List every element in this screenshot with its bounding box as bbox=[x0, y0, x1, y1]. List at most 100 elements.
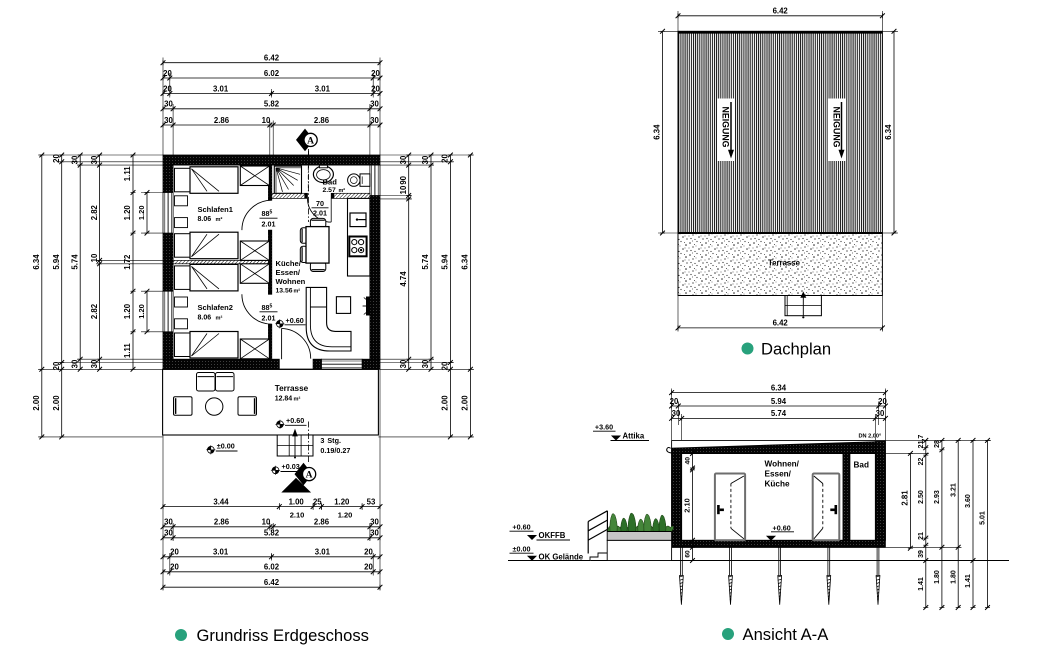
svg-text:1.80: 1.80 bbox=[950, 570, 957, 584]
svg-text:1.20: 1.20 bbox=[123, 303, 132, 319]
svg-text:2.10: 2.10 bbox=[290, 511, 305, 520]
svg-text:Dachplan: Dachplan bbox=[761, 340, 831, 359]
svg-text:30: 30 bbox=[164, 529, 173, 538]
svg-text:3.60: 3.60 bbox=[965, 494, 972, 508]
svg-text:6.42: 6.42 bbox=[773, 7, 789, 16]
svg-text:m²: m² bbox=[294, 396, 301, 403]
svg-text:2.82: 2.82 bbox=[90, 303, 99, 319]
svg-text:5.94: 5.94 bbox=[771, 397, 787, 406]
svg-text:3.44: 3.44 bbox=[213, 497, 229, 506]
svg-text:1.80: 1.80 bbox=[934, 570, 941, 584]
svg-text:Schlafen2: Schlafen2 bbox=[198, 303, 233, 312]
svg-text:30: 30 bbox=[370, 100, 379, 109]
svg-text:m²: m² bbox=[216, 216, 223, 223]
svg-text:30: 30 bbox=[876, 409, 885, 418]
svg-text:20: 20 bbox=[364, 548, 373, 557]
svg-text:20: 20 bbox=[371, 84, 380, 93]
svg-text:Ansicht A-A: Ansicht A-A bbox=[743, 625, 830, 644]
svg-text:39: 39 bbox=[918, 550, 925, 558]
svg-text:Küche: Küche bbox=[765, 480, 790, 489]
svg-text:30: 30 bbox=[70, 155, 79, 164]
svg-text:2.00: 2.00 bbox=[32, 395, 41, 411]
svg-text:5: 5 bbox=[270, 210, 273, 216]
svg-text:3.21: 3.21 bbox=[950, 483, 957, 497]
svg-text:25: 25 bbox=[313, 497, 322, 506]
svg-text:30: 30 bbox=[90, 359, 99, 368]
svg-text:20: 20 bbox=[670, 397, 679, 406]
svg-text:1.41: 1.41 bbox=[965, 574, 972, 588]
svg-text:Terrasse: Terrasse bbox=[275, 384, 309, 393]
svg-text:6.02: 6.02 bbox=[264, 69, 280, 78]
svg-text:+0.60: +0.60 bbox=[512, 523, 530, 532]
svg-text:Küche/: Küche/ bbox=[276, 259, 302, 268]
svg-text:28: 28 bbox=[934, 440, 941, 448]
svg-text:20: 20 bbox=[170, 563, 179, 572]
svg-text:53: 53 bbox=[367, 497, 376, 506]
svg-text:Bad: Bad bbox=[854, 461, 869, 470]
svg-text:20: 20 bbox=[441, 361, 450, 370]
svg-text:1.72: 1.72 bbox=[123, 254, 132, 270]
svg-text:2.01: 2.01 bbox=[262, 220, 276, 229]
svg-text:2.00: 2.00 bbox=[441, 395, 450, 411]
svg-text:8.06: 8.06 bbox=[198, 314, 212, 321]
svg-text:40: 40 bbox=[685, 457, 692, 465]
svg-text:m²: m² bbox=[339, 188, 346, 194]
svg-text:6.42: 6.42 bbox=[264, 578, 280, 587]
svg-text:±0.00: ±0.00 bbox=[513, 545, 531, 554]
svg-text:21: 21 bbox=[918, 532, 925, 540]
svg-text:6.42: 6.42 bbox=[773, 319, 789, 328]
svg-text:30: 30 bbox=[421, 359, 430, 368]
svg-text:2.00: 2.00 bbox=[461, 395, 470, 411]
svg-text:+0.60: +0.60 bbox=[773, 524, 791, 533]
svg-text:1.20: 1.20 bbox=[123, 205, 132, 221]
svg-text:2.82: 2.82 bbox=[90, 204, 99, 220]
svg-text:13.56: 13.56 bbox=[276, 288, 293, 295]
svg-text:6.34: 6.34 bbox=[461, 254, 470, 270]
svg-text:Attika: Attika bbox=[623, 432, 645, 441]
svg-text:Grundriss Erdgeschoss: Grundriss Erdgeschoss bbox=[197, 626, 369, 645]
svg-text:60: 60 bbox=[685, 550, 692, 558]
svg-text:+0.03: +0.03 bbox=[282, 462, 300, 471]
svg-text:2.10: 2.10 bbox=[683, 498, 692, 512]
svg-text:5.74: 5.74 bbox=[771, 409, 787, 418]
svg-text:OKFFB: OKFFB bbox=[539, 531, 566, 540]
svg-text:5.94: 5.94 bbox=[441, 254, 450, 270]
svg-text:10: 10 bbox=[262, 116, 271, 125]
svg-text:Essen/: Essen/ bbox=[765, 470, 792, 479]
svg-text:3.01: 3.01 bbox=[213, 548, 229, 557]
svg-text:2.57: 2.57 bbox=[323, 187, 336, 194]
svg-text:1.00: 1.00 bbox=[289, 497, 305, 506]
svg-text:2.81: 2.81 bbox=[901, 490, 910, 506]
svg-text:2.93: 2.93 bbox=[934, 490, 941, 504]
svg-text:12.84: 12.84 bbox=[275, 396, 293, 403]
svg-text:+3.60: +3.60 bbox=[595, 423, 613, 432]
svg-text:Terrasse: Terrasse bbox=[768, 259, 801, 268]
svg-text:5.82: 5.82 bbox=[264, 529, 280, 538]
svg-text:20: 20 bbox=[52, 361, 61, 370]
svg-text:1.20: 1.20 bbox=[338, 511, 353, 520]
svg-text:DN 2,00°: DN 2,00° bbox=[859, 434, 882, 440]
svg-text:3: 3 bbox=[320, 436, 324, 445]
svg-text:90: 90 bbox=[399, 175, 408, 184]
svg-text:1.41: 1.41 bbox=[918, 577, 925, 591]
svg-text:30: 30 bbox=[164, 518, 173, 527]
svg-text:20: 20 bbox=[441, 154, 450, 163]
svg-text:5: 5 bbox=[270, 303, 273, 309]
svg-text:3.01: 3.01 bbox=[213, 84, 229, 93]
svg-text:30: 30 bbox=[370, 116, 379, 125]
svg-text:6.34: 6.34 bbox=[653, 124, 662, 140]
svg-text:2.00: 2.00 bbox=[52, 395, 61, 411]
svg-text:1.11: 1.11 bbox=[123, 166, 132, 181]
svg-text:6.34: 6.34 bbox=[884, 124, 893, 140]
svg-text:88: 88 bbox=[262, 303, 270, 312]
svg-text:22: 22 bbox=[918, 458, 925, 466]
svg-text:30: 30 bbox=[672, 409, 681, 418]
svg-text:20: 20 bbox=[163, 69, 172, 78]
svg-text:OK Gelände: OK Gelände bbox=[539, 553, 584, 562]
svg-text:70: 70 bbox=[316, 199, 324, 208]
svg-text:5.94: 5.94 bbox=[52, 254, 61, 270]
svg-text:5.74: 5.74 bbox=[421, 254, 430, 270]
svg-text:NEIGUNG: NEIGUNG bbox=[832, 106, 842, 147]
svg-text:Wohnen/: Wohnen/ bbox=[765, 460, 800, 469]
svg-text:Essen/: Essen/ bbox=[276, 268, 301, 277]
